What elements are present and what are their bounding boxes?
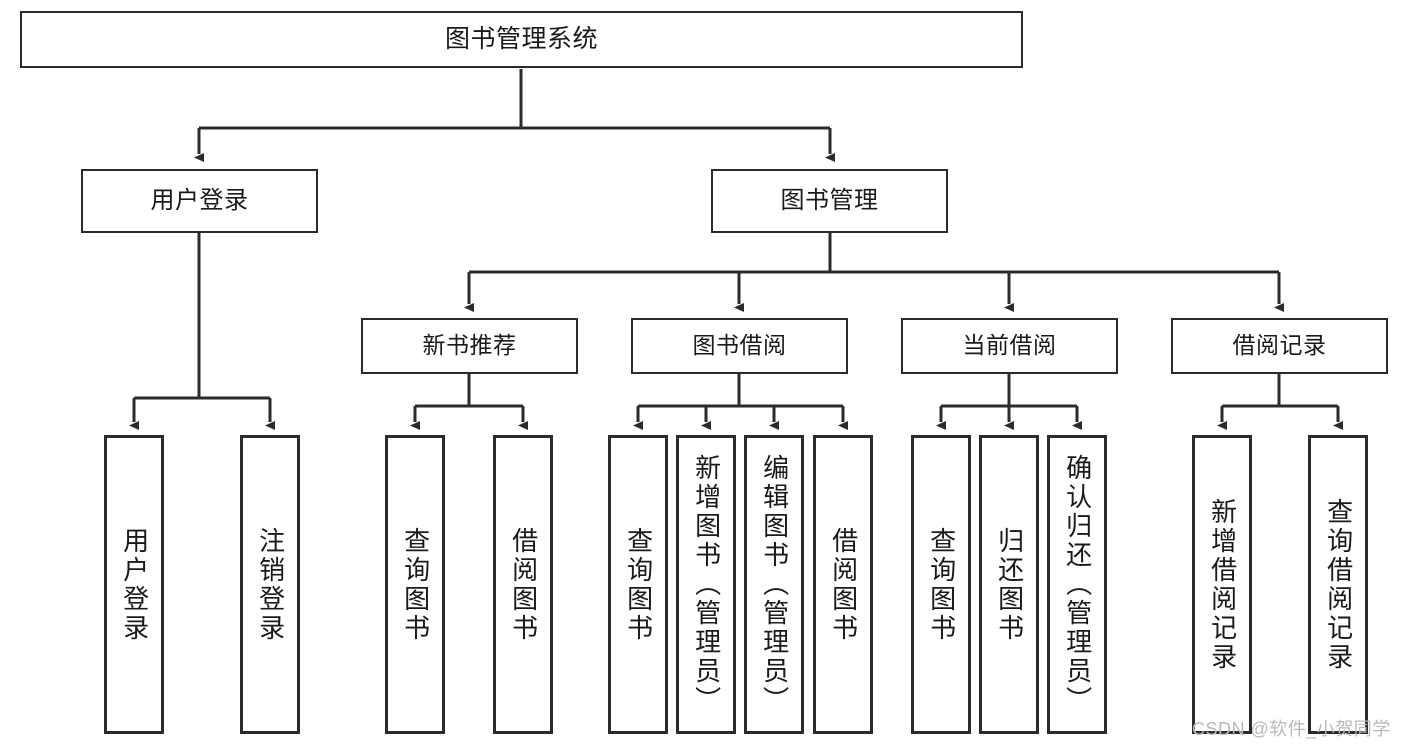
node-label: 归还图书 [994, 526, 1025, 643]
node-label: 确认归还（管理员） [1062, 454, 1093, 715]
node-label: 新增借阅记录 [1207, 497, 1238, 672]
node-borrow-record[interactable]: 借阅记录 [1171, 318, 1388, 374]
node-label: 当前借阅 [962, 332, 1057, 359]
leaf-current-borrow-confirm-return[interactable]: 确认归还（管理员） [1047, 435, 1107, 734]
node-label: 图书借阅 [692, 332, 787, 359]
node-label: 图书管理 [780, 186, 879, 214]
node-label: 查询图书 [926, 526, 957, 643]
leaf-new-book-borrow[interactable]: 借阅图书 [493, 435, 553, 734]
node-label: 查询图书 [623, 526, 654, 643]
node-label: 借阅记录 [1232, 332, 1327, 359]
node-book-borrow[interactable]: 图书借阅 [631, 318, 848, 374]
node-label: 编辑图书（管理员） [759, 454, 790, 715]
leaf-book-borrow-borrow[interactable]: 借阅图书 [813, 435, 873, 734]
node-label: 查询借阅记录 [1323, 497, 1354, 672]
node-label: 注销登录 [255, 526, 286, 643]
leaf-book-borrow-add[interactable]: 新增图书（管理员） [676, 435, 736, 734]
node-label: 用户登录 [119, 526, 150, 643]
node-label: 借阅图书 [828, 526, 859, 643]
node-book-management-system[interactable]: 图书管理系统 [20, 11, 1023, 68]
leaf-book-borrow-edit[interactable]: 编辑图书（管理员） [744, 435, 804, 734]
leaf-user-login-logout[interactable]: 注销登录 [240, 435, 300, 734]
leaf-book-borrow-query[interactable]: 查询图书 [608, 435, 668, 734]
node-label: 新增图书（管理员） [691, 454, 722, 715]
node-current-borrow[interactable]: 当前借阅 [901, 318, 1118, 374]
leaf-current-borrow-query[interactable]: 查询图书 [911, 435, 971, 734]
leaf-new-book-query[interactable]: 查询图书 [385, 435, 445, 734]
node-new-book-recommend[interactable]: 新书推荐 [361, 318, 578, 374]
node-label: 查询图书 [400, 526, 431, 643]
leaf-current-borrow-return[interactable]: 归还图书 [979, 435, 1039, 734]
leaf-user-login-login[interactable]: 用户登录 [104, 435, 164, 734]
node-label: 新书推荐 [422, 332, 517, 359]
node-book-management[interactable]: 图书管理 [711, 169, 948, 233]
leaf-borrow-record-query[interactable]: 查询借阅记录 [1308, 435, 1368, 734]
node-label: 用户登录 [150, 186, 249, 214]
node-label: 借阅图书 [508, 526, 539, 643]
node-user-login[interactable]: 用户登录 [81, 169, 318, 233]
node-label: 图书管理系统 [444, 24, 598, 53]
leaf-borrow-record-add[interactable]: 新增借阅记录 [1192, 435, 1252, 734]
